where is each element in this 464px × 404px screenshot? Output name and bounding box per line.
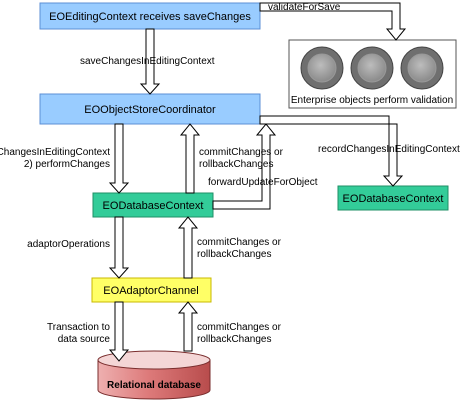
enterprise-object-icon-2 [350,46,394,90]
arrow-commit-changes-3 [177,301,199,352]
arrow-validate-for-save [259,2,407,41]
label-commit-changes-3-line2: rollbackChanges [197,334,272,345]
database-context-main-node: EODatabaseContext [92,192,214,218]
coordinator-label: EOObjectStoreCoordinator [84,104,216,116]
label-record-changes-line1: 1) recordChangesInEditingContext [0,147,110,158]
editing-context-node: EOEditingContext receives saveChanges [39,2,261,30]
label-record-changes-line2: 2) performChanges [24,159,110,170]
arrow-forward-update [212,123,277,210]
enterprise-object-icon-3 [400,46,444,90]
arrow-commit-changes-1 [179,123,201,194]
label-adaptor-operations: adaptorOperations [27,239,110,250]
adaptor-channel-node: EOAdaptorChannel [91,277,212,303]
arrow-record-changes-side [259,115,404,187]
arrow-record-changes [108,123,130,194]
label-transaction-line1: Transaction to [47,322,110,333]
editing-context-label: EOEditingContext receives saveChanges [49,11,251,23]
label-validate-for-save: validateForSave [268,2,341,13]
label-commit-changes-3-line1: commitChanges or [197,322,282,333]
enterprise-objects-panel: Enterprise objects perform validation [288,39,457,109]
enterprise-object-icon-1 [300,46,344,90]
arrow-adaptor-operations [108,216,130,279]
database-context-main-box [92,192,214,218]
relational-database-label: Relational database [107,380,201,391]
relational-database-body [97,359,211,400]
label-save-changes: saveChangesInEditingContext [80,56,215,67]
relational-database-node: Relational database [97,350,211,400]
relational-database-top [97,350,211,370]
database-context-side-label: EODatabaseContext [343,193,444,205]
label-record-changes-side: recordChangesInEditingContext [318,144,460,155]
arrow-save-changes [139,28,161,95]
adaptor-channel-box [91,277,212,303]
database-context-side-node: EODatabaseContext [337,185,449,211]
label-commit-changes-1-line2: rollbackChanges [199,159,274,170]
label-commit-changes-1-line1: commitChanges or [199,147,284,158]
editing-context-box [39,2,261,30]
adaptor-channel-label: EOAdaptorChannel [103,285,198,297]
coordinator-node: EOObjectStoreCoordinator [39,93,261,125]
arrow-commit-changes-2 [177,216,199,279]
label-commit-changes-2-line1: commitChanges or [197,237,282,248]
label-transaction-line2: data source [58,334,111,345]
label-commit-changes-2-line2: rollbackChanges [197,249,272,260]
database-context-main-label: EODatabaseContext [103,200,204,212]
label-forward-update: forwardUpdateForObject [208,177,318,188]
arrow-transaction [108,301,130,362]
enterprise-objects-label: Enterprise objects perform validation [291,95,453,106]
